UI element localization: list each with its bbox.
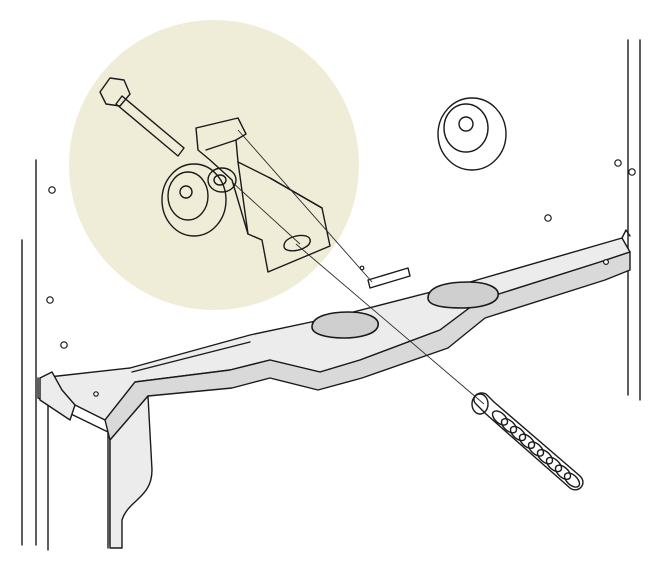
hex-bolt (99, 77, 185, 157)
plug-rib (491, 410, 509, 426)
plug-rib (518, 433, 536, 450)
plug-rib (536, 448, 554, 465)
rubber-grommet (437, 97, 507, 171)
wall-plug (471, 392, 584, 491)
plug-rib (545, 456, 563, 473)
plug-rib (509, 425, 527, 442)
mounting-rail (39, 229, 631, 549)
plug-rib (554, 464, 572, 481)
plug-rib (563, 472, 581, 488)
plug-rib (527, 441, 545, 457)
boiler-frame-right (627, 39, 641, 401)
detail-callout (69, 20, 359, 310)
washer (207, 167, 237, 193)
frame-screws (46, 159, 636, 397)
guide-lines (231, 129, 485, 405)
callout-grommet (161, 163, 227, 237)
plug-rib (500, 417, 518, 434)
